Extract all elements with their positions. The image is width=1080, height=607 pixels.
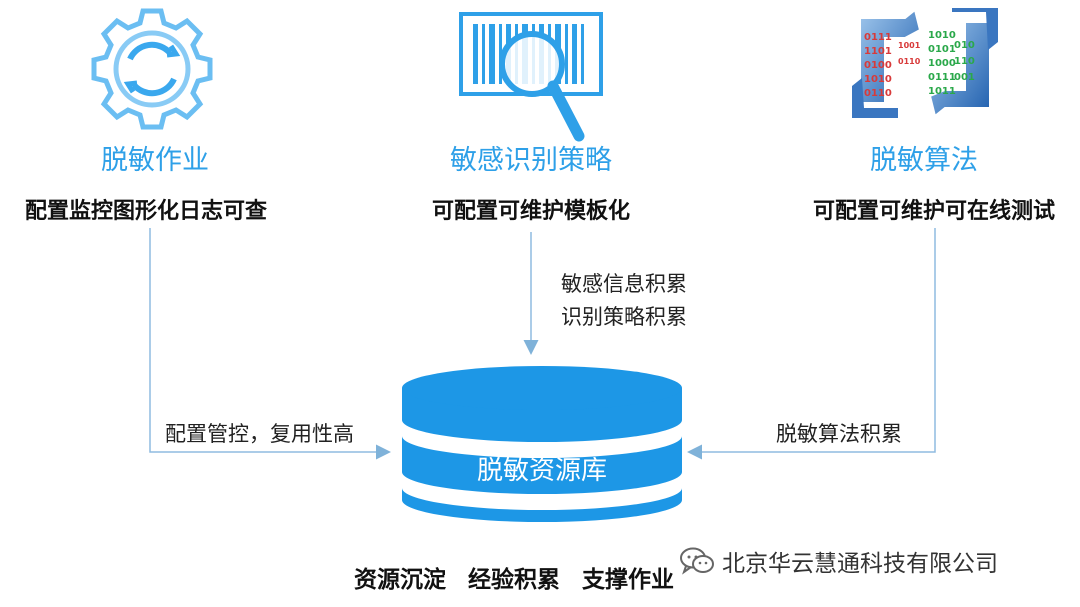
svg-text:0100: 0100 <box>864 60 892 71</box>
flow-label-middle-1: 敏感信息积累 <box>561 272 687 296</box>
svg-text:110: 110 <box>954 56 975 67</box>
watermark: 北京华云慧通科技有限公司 <box>680 544 998 578</box>
module-subtitle-masking-algorithm: 可配置可维护可在线测试 <box>812 199 1056 224</box>
left-connector-arrow <box>149 228 391 460</box>
svg-text:0110: 0110 <box>898 57 921 66</box>
module-title-sensitive-recognition: 敏感识别策略 <box>450 145 612 176</box>
bottom-slogan: 资源沉淀 经验积累 支撑作业 <box>354 567 675 593</box>
svg-text:1011: 1011 <box>928 86 956 97</box>
svg-text:001: 001 <box>954 72 975 83</box>
svg-text:1010: 1010 <box>928 30 956 41</box>
svg-text:0111: 0111 <box>864 32 892 43</box>
watermark-text: 北京华云慧通科技有限公司 <box>722 551 998 577</box>
svg-text:1000: 1000 <box>928 58 956 69</box>
flow-label-right: 脱敏算法积累 <box>776 422 902 446</box>
svg-text:1010: 1010 <box>864 74 892 85</box>
svg-text:0110: 0110 <box>864 88 892 99</box>
flow-label-middle-2: 识别策略积累 <box>561 305 687 329</box>
svg-text:1001: 1001 <box>898 41 921 50</box>
module-title-masking-algorithm: 脱敏算法 <box>870 145 978 176</box>
svg-text:1101: 1101 <box>864 46 892 57</box>
svg-text:0101: 0101 <box>928 44 956 55</box>
database-label: 脱敏资源库 <box>476 456 607 486</box>
svg-text:010: 010 <box>954 40 975 51</box>
module-title-masking-job: 脱敏作业 <box>101 145 209 176</box>
database-icon <box>402 366 682 522</box>
right-connector-arrow <box>687 228 936 460</box>
flow-label-left: 配置管控，复用性高 <box>165 422 354 446</box>
module-subtitle-masking-job: 配置监控图形化日志可查 <box>24 199 268 224</box>
gear-icon <box>91 8 213 130</box>
module-subtitle-sensitive-recognition: 可配置可维护模板化 <box>431 199 631 224</box>
wechat-icon <box>680 547 714 575</box>
barcode-search-icon <box>459 12 603 142</box>
svg-text:0111: 0111 <box>928 72 956 83</box>
binary-data-icon: 0111 1101 0100 1010 0110 1001 0110 1010 … <box>852 8 998 118</box>
